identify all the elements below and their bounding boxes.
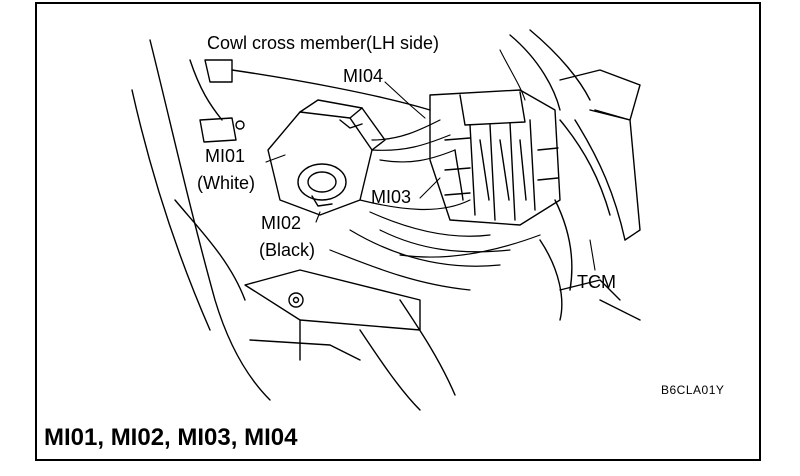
label-mi02: MI02 [261,213,302,233]
leader-cowl [499,49,526,101]
label-tcm: TCM [577,272,616,292]
mi01-mi02-connector [267,99,386,216]
label-mi04: MI04 [343,66,384,86]
tcm-connector-block [429,89,561,226]
label-mi03: MI03 [371,187,412,207]
floor-structure [359,279,641,411]
right-body-panel [509,29,641,321]
label-mi02-color: (Black) [259,240,316,260]
lower-bracket [244,269,421,361]
figure-title: MI01, MI02, MI03, MI04 [44,424,298,451]
leader-lines [265,49,596,271]
label-cowl-cross-member: Cowl cross member(LH side) [207,33,440,53]
leader-mi03 [419,177,441,199]
leader-mi02 [315,211,321,223]
leader-mi01 [265,154,286,163]
label-mi01: MI01 [205,146,246,166]
harness-bundle [329,119,541,291]
leader-tcm [589,239,596,271]
figure-frame [35,2,761,461]
label-mi01-color: (White) [197,173,255,193]
figure-code: B6CLA01Y [661,383,725,397]
body-panel-outline [131,39,431,401]
leader-mi04 [384,81,426,119]
